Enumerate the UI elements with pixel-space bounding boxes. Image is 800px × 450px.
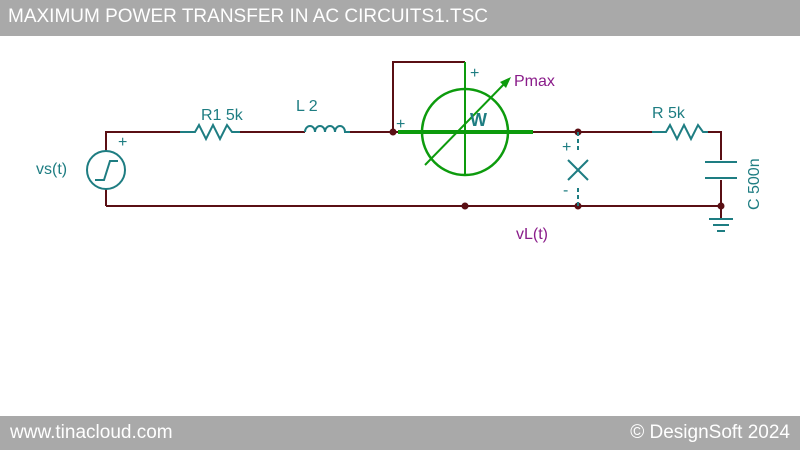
- wattmeter-plus-top: +: [470, 65, 479, 82]
- junction-dot: [389, 128, 397, 136]
- probe-minus: -: [563, 182, 568, 199]
- wattmeter-plus-left: +: [396, 116, 405, 133]
- ground-icon: [709, 218, 733, 232]
- source-label: vs(t): [36, 161, 67, 178]
- step-source-icon: [95, 160, 118, 181]
- voltage-probe[interactable]: + - vL(t): [516, 132, 589, 243]
- footer-website: www.tinacloud.com: [10, 422, 173, 443]
- wattmeter-symbol: W: [470, 110, 487, 130]
- resistor-r[interactable]: R 5k: [652, 105, 708, 142]
- probe-plus: +: [562, 139, 571, 156]
- junction-dot: [461, 202, 469, 210]
- arrow-icon: [500, 77, 511, 88]
- resistor-r1-zigzag: [180, 122, 240, 142]
- wattmeter-needle: [424, 79, 509, 166]
- junction-dot: [717, 202, 725, 210]
- l2-label: L 2: [296, 98, 318, 115]
- wattmeter-circle: [420, 87, 510, 177]
- wire-r-cap: [708, 131, 722, 160]
- r1-label: R1 5k: [201, 107, 244, 124]
- probe-cross-icon: [567, 159, 589, 181]
- capacitor-c[interactable]: C 500n: [705, 158, 763, 210]
- footer-copyright: © DesignSoft 2024: [630, 422, 790, 443]
- resistor-r-zigzag: [652, 122, 708, 142]
- r-label: R 5k: [652, 105, 686, 122]
- c-label: C 500n: [746, 158, 763, 210]
- window-title: MAXIMUM POWER TRANSFER IN AC CIRCUITS1.T…: [8, 6, 488, 27]
- wire-current-loop: [392, 61, 465, 132]
- resistor-r1[interactable]: R1 5k: [180, 107, 244, 142]
- source-plus: +: [118, 134, 127, 151]
- junctions: [389, 128, 725, 210]
- footer-bar: www.tinacloud.com © DesignSoft 2024: [0, 416, 800, 450]
- probe-label: vL(t): [516, 226, 548, 243]
- voltage-source[interactable]: + vs(t): [36, 134, 127, 190]
- wire-source-r1: [105, 131, 180, 152]
- pmax-label: Pmax: [514, 73, 555, 90]
- title-bar: MAXIMUM POWER TRANSFER IN AC CIRCUITS1.T…: [0, 0, 800, 36]
- inductor-coil: [304, 125, 350, 133]
- wires: [105, 61, 722, 218]
- source-circle: [86, 150, 126, 190]
- inductor-l2[interactable]: L 2: [296, 98, 350, 133]
- wattmeter[interactable]: W + + Pmax: [396, 62, 555, 177]
